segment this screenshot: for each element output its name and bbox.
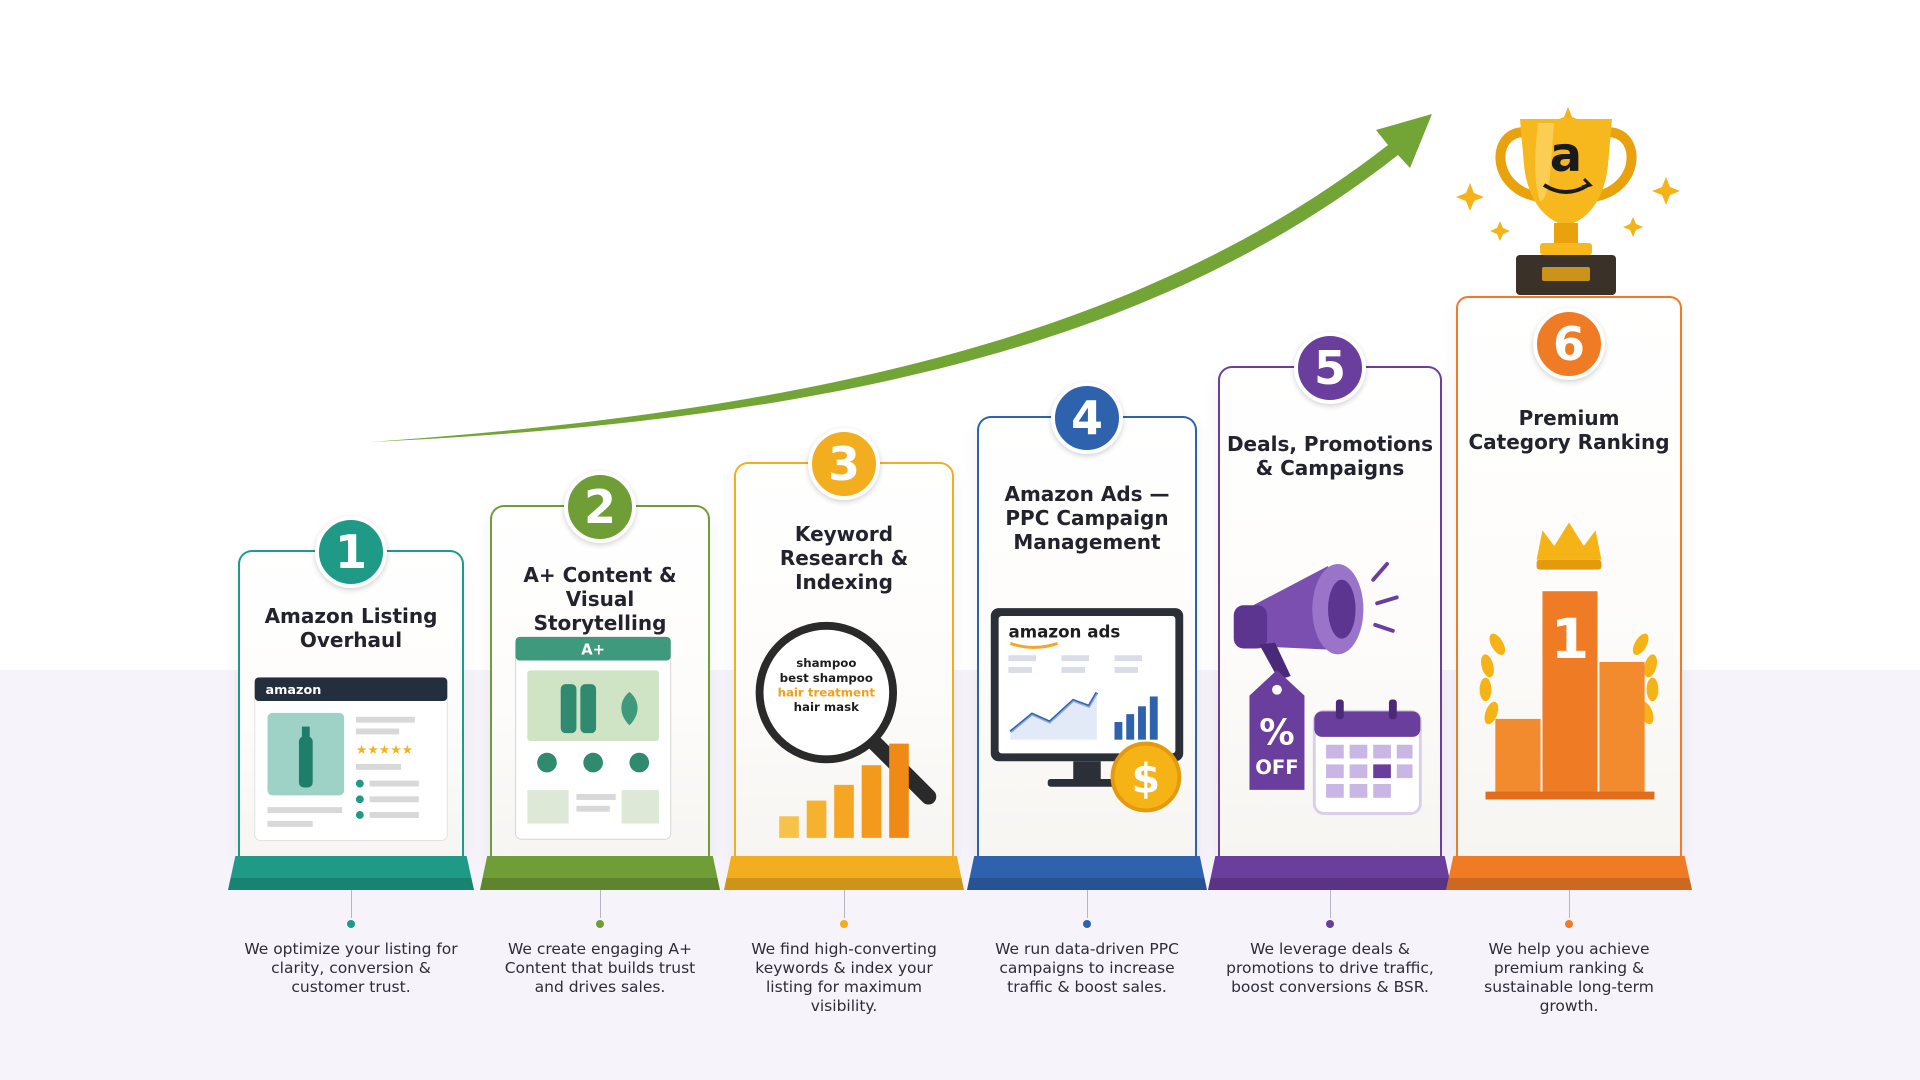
step-3-description: We find high-converting keywords & index… [751, 940, 937, 1015]
magnifier-keywords-icon: shampoo best shampoo hair treatment hair… [755, 621, 937, 838]
step-1-description: We optimize your listing for clarity, co… [244, 940, 458, 996]
ads-brand-label: amazon ads [1008, 623, 1120, 642]
step-2-connector [599, 890, 601, 918]
step-6-base [1446, 856, 1692, 890]
step-5-number-badge: 5 [1294, 332, 1366, 404]
step-2-dot [596, 920, 604, 928]
podium-first-number: 1 [1551, 607, 1589, 671]
trophy-letter: a [1550, 127, 1582, 183]
step-5: 5 Deals, Promotions & Campaigns % OFF [1208, 332, 1452, 996]
step-4-connector [1086, 890, 1088, 918]
step-6-connector [1568, 890, 1570, 918]
megaphone-promo-icon: % OFF [1233, 562, 1422, 815]
step-3-title: Keyword Research & Indexing [779, 522, 909, 594]
step-5-connector [1329, 890, 1331, 918]
step-5-base [1208, 856, 1452, 890]
step-4-description: We run data-driven PPC campaigns to incr… [995, 940, 1179, 996]
step-3: 3 Keyword Research & Indexing shampoo be… [724, 428, 964, 1015]
keyword-3: hair treatment [778, 685, 876, 699]
step-3-base [724, 856, 964, 890]
keyword-1: shampoo [796, 656, 856, 670]
step-1-card: 1 Amazon Listing Overhaul amazon ★★★★★ [238, 516, 464, 858]
step-5-description: We leverage deals & promotions to drive … [1226, 940, 1434, 996]
step-4-dot [1083, 920, 1091, 928]
step-4-base [967, 856, 1207, 890]
step-2-description: We create engaging A+ Content that build… [504, 940, 696, 996]
step-1-base [228, 856, 474, 890]
step-1: 1 Amazon Listing Overhaul amazon ★★★★★ W… [228, 516, 474, 996]
step-3-dot [840, 920, 848, 928]
step-2-base [480, 856, 720, 890]
step-6-description: We help you achieve premium ranking & su… [1484, 940, 1654, 1015]
step-6-card: 6 Premium Category Ranking 1 [1456, 296, 1682, 858]
step-1-title: Amazon Listing Overhaul [264, 604, 438, 652]
step-5-title: Deals, Promotions & Campaigns [1226, 432, 1434, 480]
step-2-card: 2 A+ Content & Visual Storytelling A+ [490, 471, 710, 858]
step-4: 4 Amazon Ads — PPC Campaign Management a… [967, 382, 1207, 996]
trophy-icon: a [1456, 107, 1680, 295]
discount-off-label: OFF [1255, 756, 1299, 779]
step-6-title: Premium Category Ranking [1468, 406, 1670, 454]
podium-ranking-icon: 1 [1479, 522, 1659, 800]
keyword-2: best shampoo [780, 671, 873, 685]
coin-symbol: $ [1132, 755, 1161, 803]
step-2: 2 A+ Content & Visual Storytelling A+ We… [480, 471, 720, 996]
keyword-4: hair mask [794, 700, 860, 714]
step-4-card: 4 Amazon Ads — PPC Campaign Management a… [977, 382, 1197, 858]
a-plus-label: A+ [581, 642, 605, 659]
step-5-card: 5 Deals, Promotions & Campaigns % OFF [1218, 332, 1442, 858]
step-6-dot [1565, 920, 1573, 928]
ads-dashboard-icon: amazon ads $ [990, 608, 1184, 813]
step-6: 6 Premium Category Ranking 1 We help y [1446, 296, 1692, 1015]
step-5-dot [1326, 920, 1334, 928]
step-3-number-badge: 3 [808, 428, 880, 500]
svg-text:★★★★★: ★★★★★ [356, 743, 413, 758]
step-4-number-badge: 4 [1051, 382, 1123, 454]
step-3-connector [843, 890, 845, 918]
step-4-title: Amazon Ads — PPC Campaign Management [1004, 482, 1170, 554]
listing-page-icon: amazon ★★★★★ [254, 676, 448, 842]
a-plus-content-icon: A+ [515, 636, 672, 840]
step-1-connector [350, 890, 352, 918]
step-2-title: A+ Content & Visual Storytelling [523, 563, 677, 635]
step-3-card: 3 Keyword Research & Indexing shampoo be… [734, 428, 954, 858]
discount-percent: % [1259, 713, 1294, 754]
step-6-number-badge: 6 [1533, 308, 1605, 380]
listing-brand-label: amazon [266, 683, 322, 698]
step-1-dot [347, 920, 355, 928]
step-1-number-badge: 1 [315, 516, 387, 588]
step-2-number-badge: 2 [564, 471, 636, 543]
